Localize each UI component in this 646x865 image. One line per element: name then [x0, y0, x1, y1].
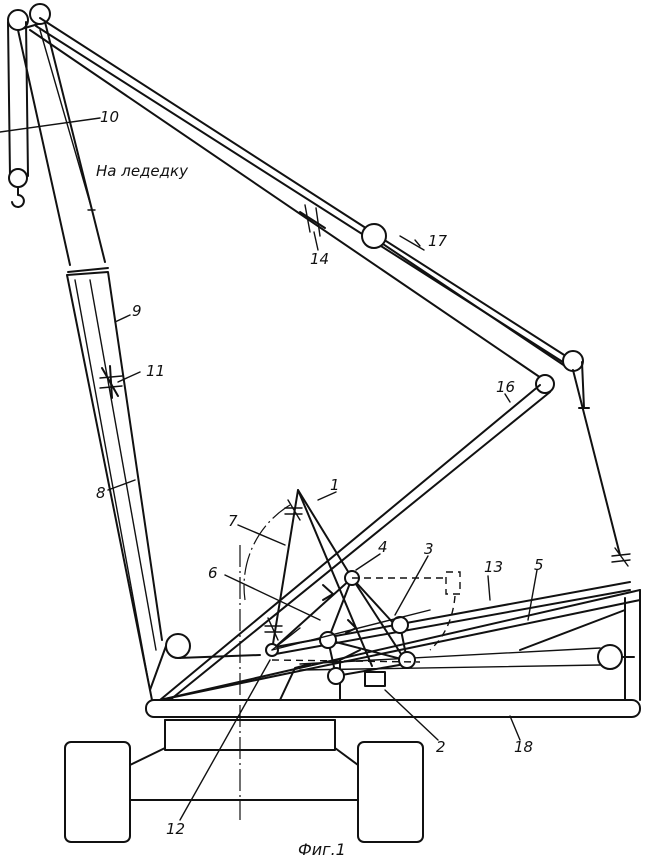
figure-caption: Фиг.1: [298, 840, 346, 859]
label-17: 17: [428, 232, 448, 250]
jib-ropes: [30, 18, 620, 555]
chassis: [65, 720, 423, 842]
rope-13-and-5: [270, 582, 634, 670]
winch-right-icon: [612, 548, 630, 566]
wheel-right: [358, 742, 423, 842]
label-4: 4: [378, 538, 388, 556]
annotation-ledge: На ледедку: [96, 162, 189, 180]
wheel-left: [65, 742, 130, 842]
label-1: 1: [330, 476, 340, 494]
label-6: 6: [208, 564, 218, 582]
label-12: 12: [166, 820, 185, 838]
label-13: 13: [484, 558, 503, 576]
label-9: 9: [132, 302, 142, 320]
label-3: 3: [424, 540, 434, 558]
label-8: 8: [96, 484, 106, 502]
platform-18: [146, 700, 640, 717]
winch-14-icon: [300, 205, 325, 236]
label-18: 18: [514, 738, 533, 756]
label-14: 14: [310, 250, 329, 268]
label-7: 7: [228, 512, 238, 530]
labels: 1 2 3 4 5 6 7 8 9 10 11 12 13 14 16 17 1…: [96, 108, 544, 859]
label-10: 10: [100, 108, 119, 126]
main-boom: [18, 22, 162, 700]
label-2: 2: [436, 738, 446, 756]
label-11: 11: [146, 362, 165, 380]
label-5: 5: [534, 556, 544, 574]
leader-lines: [108, 232, 537, 820]
label-16: 16: [496, 378, 515, 396]
